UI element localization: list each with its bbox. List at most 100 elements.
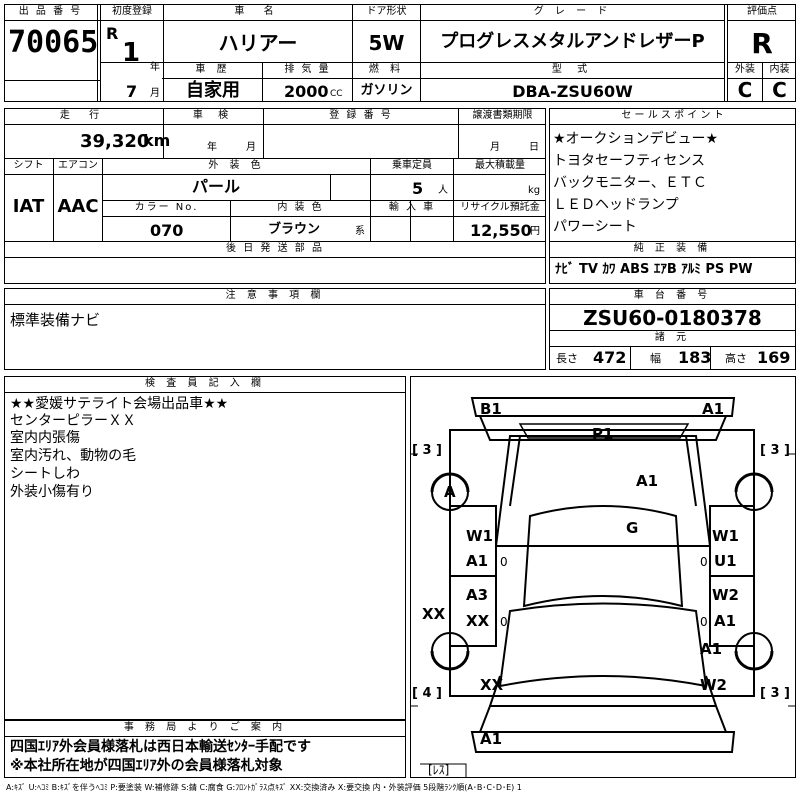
mark-hood: A1 [636, 472, 658, 490]
door-label: ドア形状 [366, 6, 407, 17]
mark-right-front-door-1: W1 [712, 527, 739, 545]
mark-zero-1: 0 [500, 555, 508, 569]
regno-label: 登 録 番 号 [329, 110, 393, 121]
office-line-1: 四国ｴﾘｱ外会員様落札は西日本輸送ｾﾝﾀｰ手配です [10, 739, 311, 755]
mark-rear: A1 [480, 730, 502, 748]
exterior-grade: C [737, 78, 753, 102]
color: パール [192, 177, 241, 196]
inspector-line-1: ★★愛媛サテライト会場出品車★★ [10, 396, 229, 412]
mark-left-front-wheel: A [444, 483, 456, 501]
model-label: 型 式 [551, 64, 594, 75]
intcolor-label: 内 装 色 [277, 202, 324, 213]
tire-rear-right: [ 3 ] [760, 686, 790, 701]
color-label: 外 装 色 [208, 160, 265, 171]
score: R [751, 27, 773, 60]
era: R [106, 24, 119, 43]
chassis-block [549, 288, 796, 370]
ac-label: エアコン [58, 160, 98, 171]
lot-label: 出 品 番 号 [18, 6, 83, 17]
inspector-line-4: 室内汚れ、動物の毛 [10, 448, 137, 464]
recycle-unit: 円 [530, 226, 540, 237]
carname-label: 車 名 [234, 6, 282, 17]
km-unit: km [143, 131, 171, 150]
interior-grade: C [772, 78, 787, 102]
top-block [4, 4, 796, 102]
load-label: 最大積載量 [475, 160, 525, 171]
caution-block [4, 288, 546, 370]
later-parts-label: 後 日 発 送 部 品 [226, 243, 324, 254]
capacity-unit: 人 [438, 185, 448, 196]
interior-color: ブラウン [268, 222, 321, 237]
mark-left-rear-door-2: XX [466, 612, 490, 630]
mark-zero-2: 0 [700, 555, 708, 569]
door-type: 5W [368, 31, 405, 55]
spare-tire: [ﾚｽ] [428, 763, 449, 777]
sales-point-block [549, 108, 796, 284]
mark-front-right: A1 [702, 400, 724, 418]
mark-left-front-door-1: W1 [466, 527, 493, 545]
shift-label: シフト [13, 160, 44, 171]
inspector-line-6: 外装小傷有り [10, 484, 94, 500]
mark-left-pillar: XX [422, 605, 446, 623]
transfer-month-unit: 月 [490, 142, 500, 153]
lot-number: 70065 [8, 25, 99, 60]
mark-right-rear-door-1: W2 [712, 586, 739, 604]
inspection-label: 車 検 [192, 110, 235, 121]
transfer-day-unit: 日 [529, 142, 539, 153]
displacement-label: 排 気 量 [284, 64, 331, 75]
mark-roof: G [626, 519, 638, 537]
mileage-label: 走 行 [59, 110, 108, 121]
mark-right-quarter: W2 [700, 676, 727, 694]
history: 自家用 [186, 80, 240, 101]
mark-left-quarter: XX [480, 676, 504, 694]
damage-legend: A:ｷｽﾞ U:ﾍｺﾐ B:ｷｽﾞを伴うﾍｺﾐ P:要塗装 W:補修跡 S:錆 … [6, 783, 522, 792]
height: 169 [757, 348, 791, 367]
office-label: 事 務 局 よ り ご 案 内 [123, 722, 287, 733]
equipment-label: 純 正 装 備 [633, 243, 712, 254]
inspector-block [4, 376, 406, 720]
tire-rear-left: [ 4 ] [412, 686, 442, 701]
mark-right-rear-fender: A1 [700, 640, 722, 658]
tire-front-right: [ 3 ] [760, 443, 790, 458]
mark-front-left: B1 [480, 400, 502, 418]
reg-year: 1 [122, 38, 141, 68]
car-diagram-block [410, 376, 796, 778]
sales-point-4: ＬＥＤヘッドランプ [553, 197, 679, 213]
sales-point-1: ★オークションデビュー★ [553, 131, 719, 147]
fuel-label: 燃 料 [368, 64, 405, 75]
height-label: 高さ [725, 352, 747, 365]
mark-left-rear-door-1: A3 [466, 586, 488, 604]
history-label: 車 歴 [195, 64, 231, 75]
mark-windshield: P1 [592, 425, 613, 443]
score-label: 評価点 [747, 6, 777, 17]
first-reg-label: 初度登録 [112, 6, 152, 17]
recycle-label: リサイクル預託金 [460, 202, 540, 213]
caution-text: 標準装備ナビ [10, 311, 101, 329]
car-diagram: [ 3 ] [ 3 ] [ 4 ] [ 3 ] B1 A1 P1 A A1 G … [410, 397, 796, 778]
sales-point-label: セ ー ル ス ポ イ ン ト [621, 110, 724, 121]
mark-right-front-door-2: U1 [714, 552, 737, 570]
inspection-year-unit: 年 [207, 142, 217, 153]
inspector-line-5: シートしわ [10, 466, 80, 482]
inspector-line-3: 室内内張傷 [10, 430, 80, 446]
shift: IAT [12, 196, 45, 217]
capacity: 5 [412, 179, 424, 198]
grade-label: グ レ ー ド [533, 6, 612, 17]
month-unit: 月 [150, 88, 160, 99]
capacity-label: 乗車定員 [392, 160, 432, 171]
colorno: 070 [150, 221, 184, 240]
load-unit: kg [528, 185, 541, 196]
caution-label: 注 意 事 項 欄 [225, 290, 325, 301]
colorno-label: カラー No. [134, 202, 199, 213]
sales-point-3: バックモニター、ＥＴＣ [553, 175, 707, 191]
chassis-number: ZSU60-0180378 [583, 306, 762, 330]
office-block [4, 720, 406, 778]
model: DBA-ZSU60W [512, 82, 633, 101]
inspection-month-unit: 月 [246, 142, 256, 153]
vehicle-info-block [4, 108, 546, 284]
cc-unit: CC [330, 89, 343, 99]
carname: ハリアー [218, 31, 298, 55]
inspector-line-2: センターピラーＸＸ [10, 413, 136, 429]
tire-front-left: [ 3 ] [412, 443, 442, 458]
exterior-label: 外装 [735, 64, 755, 75]
